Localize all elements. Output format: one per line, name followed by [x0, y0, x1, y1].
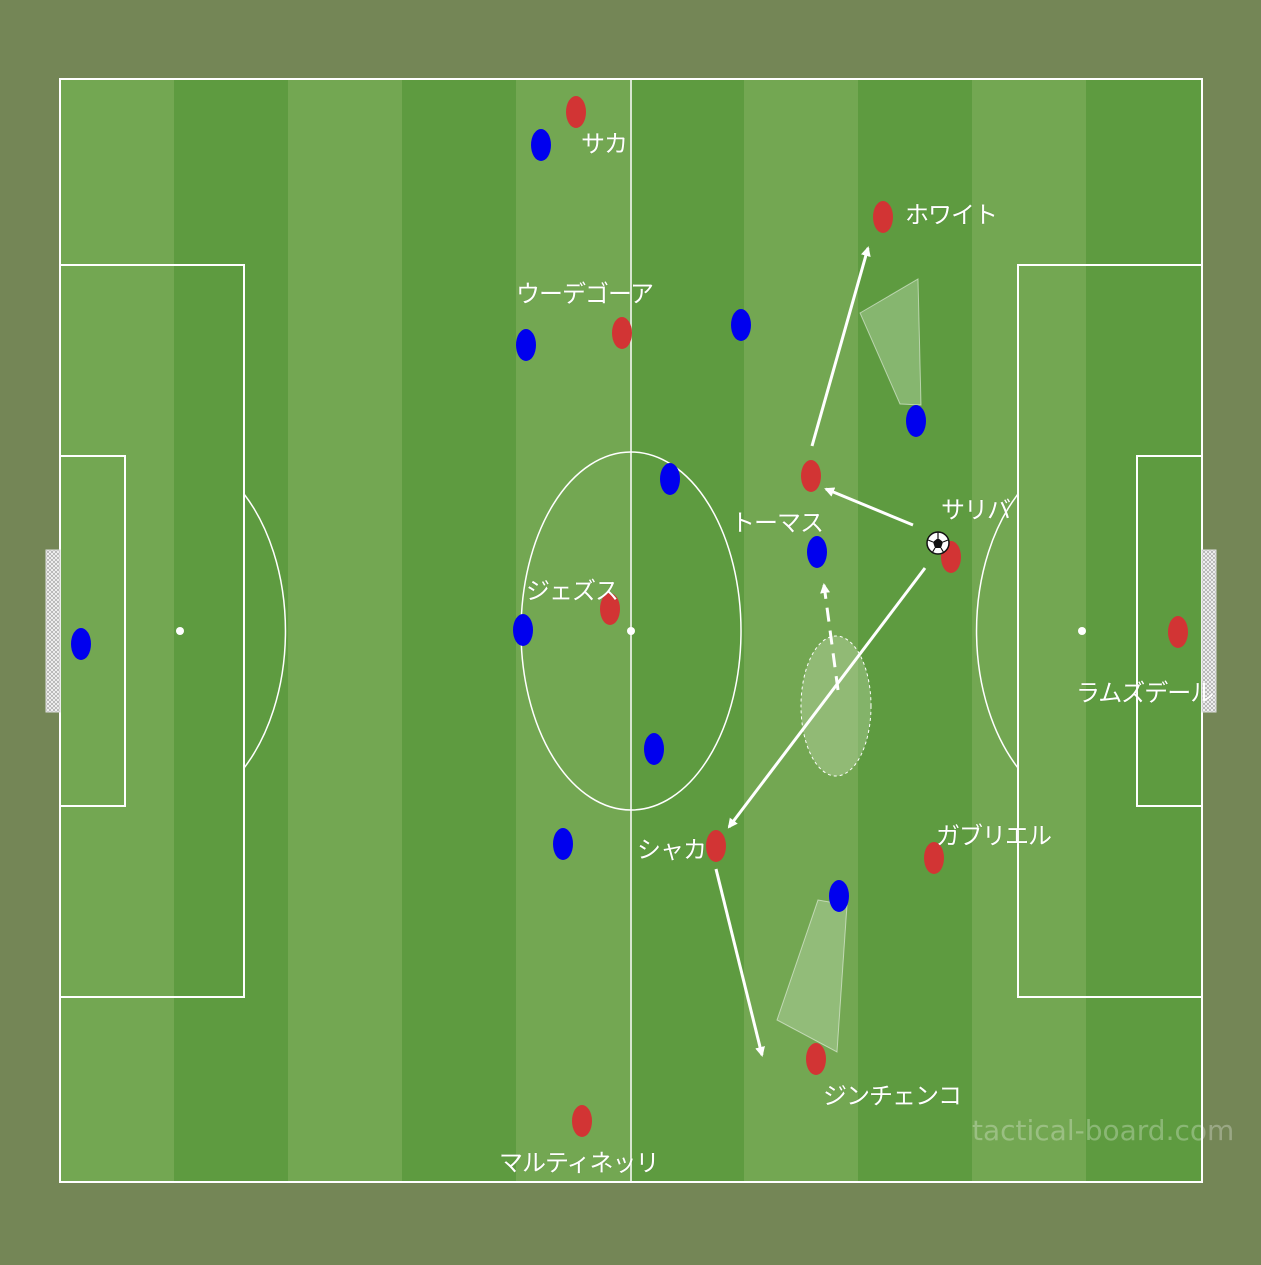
- player-odegaard: [612, 317, 632, 349]
- away-player: [906, 405, 926, 437]
- movement-arrow-dashed: [820, 583, 840, 691]
- player-thomas: [801, 460, 821, 492]
- label-xhaka: シャカ: [637, 836, 707, 864]
- goal-net-icon: [1201, 549, 1217, 713]
- right-penalty-spot: [1078, 627, 1086, 635]
- away-player: [516, 329, 536, 361]
- pitch-stripes: [60, 80, 1202, 1182]
- home-team: [566, 96, 1188, 1137]
- player-jesus: [600, 593, 620, 625]
- watermark: tactical-board.com: [972, 1114, 1235, 1147]
- left-penalty-arc: [243, 493, 287, 769]
- player-gabriel: [924, 842, 944, 874]
- label-thomas: トーマス: [731, 509, 824, 537]
- away-player: [553, 828, 573, 860]
- run-arrow: [714, 868, 765, 1057]
- away-player: [644, 733, 664, 765]
- passing-lane-zone: [859, 278, 922, 406]
- player-ramsdale: [1168, 616, 1188, 648]
- arrows: [714, 246, 927, 1057]
- space-highlight-zone: [800, 635, 872, 777]
- centre-spot: [627, 627, 635, 635]
- left-penalty-spot: [176, 627, 184, 635]
- away-player: [531, 129, 551, 161]
- away-player: [660, 463, 680, 495]
- away-player: [513, 614, 533, 646]
- run-arrow: [810, 246, 871, 447]
- away-player: [71, 628, 91, 660]
- label-white: ホワイト: [905, 201, 998, 229]
- away-player: [731, 309, 751, 341]
- right-penalty-arc: [975, 493, 1019, 769]
- away-player: [807, 536, 827, 568]
- player-zinchenko: [806, 1043, 826, 1075]
- label-gabriel: ガブリエル: [936, 822, 1052, 850]
- player-saka: [566, 96, 586, 128]
- label-jesus: ジェズス: [526, 577, 619, 605]
- label-saka: サカ: [581, 130, 628, 158]
- away-player: [829, 880, 849, 912]
- football-icon: [926, 531, 950, 555]
- player-martinelli: [572, 1105, 592, 1137]
- player-xhaka: [706, 830, 726, 862]
- label-odegaard: ウーデゴーア: [516, 280, 654, 308]
- label-martinelli: マルティネッリ: [499, 1149, 660, 1177]
- label-ramsdale: ラムズデール: [1076, 679, 1214, 707]
- label-zinchenko: ジンチェンコ: [823, 1082, 962, 1110]
- player-white: [873, 201, 893, 233]
- pass-arrow: [727, 567, 927, 829]
- goal-net-icon: [45, 549, 61, 713]
- pass-arrow: [824, 487, 914, 527]
- away-team: [71, 129, 926, 912]
- label-saliba: サリバ: [941, 496, 1011, 524]
